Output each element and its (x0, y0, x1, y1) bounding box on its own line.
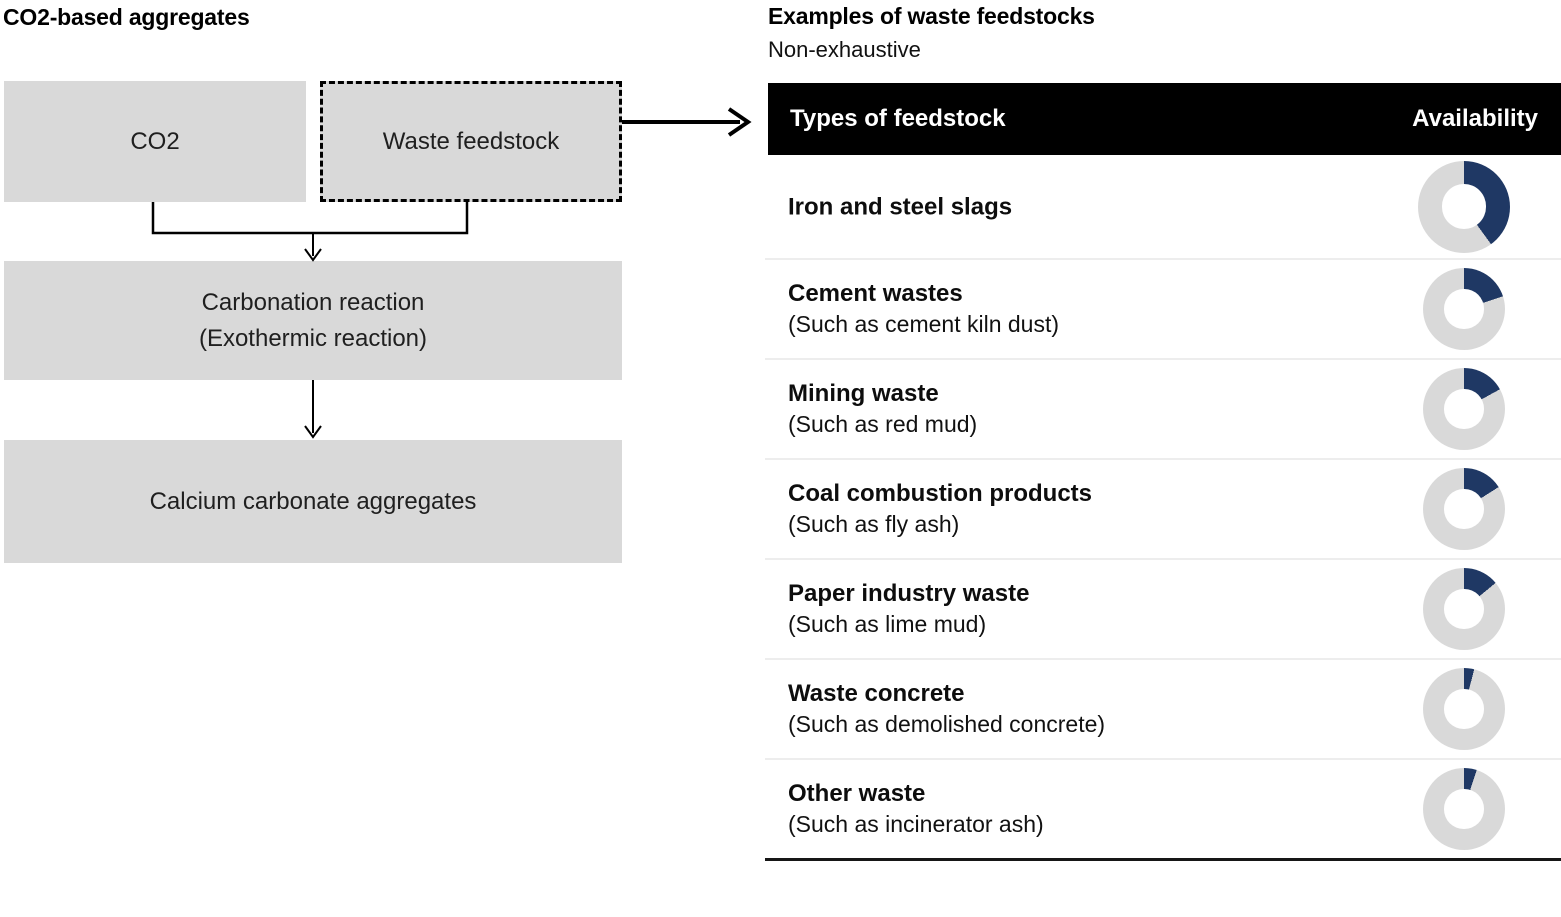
feedstock-name: Waste concrete (788, 680, 965, 707)
feedstock-text: Other waste (Such as incinerator ash) (788, 778, 1044, 840)
table-row: Mining waste (Such as red mud) (765, 358, 1561, 458)
feedstock-example: (Such as cement kiln dust) (788, 311, 1060, 337)
feedstock-example: (Such as fly ash) (788, 511, 960, 537)
availability-donut (1423, 568, 1505, 650)
feedstock-text: Paper industry waste (Such as lime mud) (788, 578, 1029, 640)
table-row: Paper industry waste (Such as lime mud) (765, 558, 1561, 658)
availability-donut (1423, 668, 1505, 750)
feedstock-example: (Such as lime mud) (788, 611, 987, 637)
feedstock-text: Mining waste (Such as red mud) (788, 378, 977, 440)
feedstock-name: Coal combustion products (788, 480, 1093, 507)
availability-donut (1423, 368, 1505, 450)
table-header: Types of feedstock Availability (768, 83, 1561, 155)
calcium-label: Calcium carbonate aggregates (149, 487, 477, 515)
carbonation-line2: (Exothermic reaction) (198, 324, 428, 352)
availability-donut (1423, 468, 1505, 550)
node-waste-feedstock-label: Waste feedstock (382, 127, 560, 155)
arrow-to-calcium-head-icon (304, 425, 322, 439)
feedstock-name: Iron and steel slags (788, 193, 1013, 220)
arrow-to-table-head-icon (727, 107, 752, 137)
table-row: Coal combustion products (Such as fly ash… (765, 458, 1561, 558)
table-row: Cement wastes (Such as cement kiln dust) (765, 258, 1561, 358)
table-row: Other waste (Such as incinerator ash) (765, 758, 1561, 858)
feedstock-text: Iron and steel slags (788, 191, 1012, 222)
node-calcium-carbonate-aggregates: Calcium carbonate aggregates (4, 440, 622, 563)
feedstock-example: (Such as demolished concrete) (788, 711, 1106, 737)
node-co2-label: CO2 (130, 127, 180, 155)
column-header-availability: Availability (1412, 105, 1538, 132)
merge-connector-line (151, 202, 469, 235)
table-row: Iron and steel slags (765, 155, 1561, 258)
feedstock-text: Coal combustion products (Such as fly ash… (788, 478, 1092, 540)
node-co2: CO2 (4, 81, 306, 202)
column-header-types-of-feedstock: Types of feedstock (790, 105, 1006, 132)
feedstock-text: Waste concrete (Such as demolished concre… (788, 678, 1105, 740)
node-waste-feedstock: Waste feedstock (320, 81, 622, 202)
carbonation-line1: Carbonation reaction (201, 288, 425, 316)
table-title: Examples of waste feedstocks (768, 3, 1095, 29)
arrow-to-carbonation-head-icon (304, 248, 322, 262)
availability-donut (1423, 768, 1505, 850)
table-subtitle: Non-exhaustive (768, 37, 921, 62)
node-carbonation-reaction: Carbonation reaction (Exothermic reactio… (4, 261, 622, 380)
left-panel-title: CO2-based aggregates (3, 4, 250, 30)
feedstock-example: (Such as incinerator ash) (788, 811, 1044, 837)
availability-donut (1418, 160, 1510, 253)
feedstock-example: (Such as red mud) (788, 411, 978, 437)
table-row: Waste concrete (Such as demolished concre… (765, 658, 1561, 758)
feedstock-text: Cement wastes (Such as cement kiln dust) (788, 278, 1059, 340)
feedstock-name: Other waste (788, 780, 926, 807)
availability-donut (1423, 268, 1505, 350)
feedstock-name: Cement wastes (788, 280, 963, 307)
feedstock-name: Paper industry waste (788, 580, 1030, 607)
feedstock-name: Mining waste (788, 380, 939, 407)
